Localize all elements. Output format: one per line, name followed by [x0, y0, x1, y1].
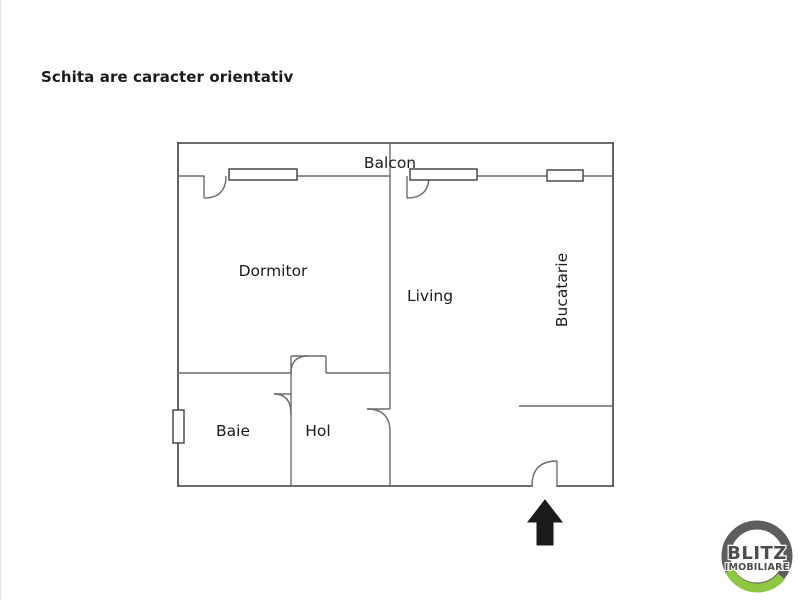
room-label-living: Living: [407, 287, 453, 305]
door-swing-hol-living: [366, 408, 391, 433]
logo-brand-text: BLITZ: [727, 543, 787, 564]
logo-subtitle-text: IMOBILIARE: [725, 562, 790, 573]
window-dormitor-balcony: [228, 168, 298, 181]
door-swing-dormitor: [203, 175, 227, 199]
page-caption: Schita are caracter orientativ: [41, 68, 294, 86]
window-living-balcony: [409, 168, 478, 181]
door-entry: [531, 460, 558, 487]
room-label-dormitor: Dormitor: [239, 262, 308, 280]
brand-logo: BLITZ IMOBILIARE: [717, 516, 797, 596]
logo-accent-arc: [725, 568, 785, 593]
door-hol-living: [366, 408, 391, 433]
room-label-bucatarie: Bucatarie: [553, 253, 571, 327]
window-baie: [172, 409, 185, 444]
room-label-hol: Hol: [305, 422, 330, 440]
door-swing-baie: [273, 393, 292, 415]
window-bucatarie-balcony: [546, 169, 584, 182]
door-dormitor-hol: [290, 355, 309, 374]
room-label-balcon: Balcon: [364, 154, 416, 172]
brand-logo-icon: BLITZ IMOBILIARE: [721, 520, 793, 593]
door-dormitor-balcony: [203, 175, 227, 199]
door-baie: [273, 393, 292, 415]
entry-arrow-up-icon: [526, 499, 564, 546]
door-swing-entry: [531, 460, 558, 487]
room-label-baie: Baie: [216, 422, 250, 440]
door-swing-dormitor-hol: [290, 355, 309, 374]
outer-walls: [177, 142, 614, 487]
